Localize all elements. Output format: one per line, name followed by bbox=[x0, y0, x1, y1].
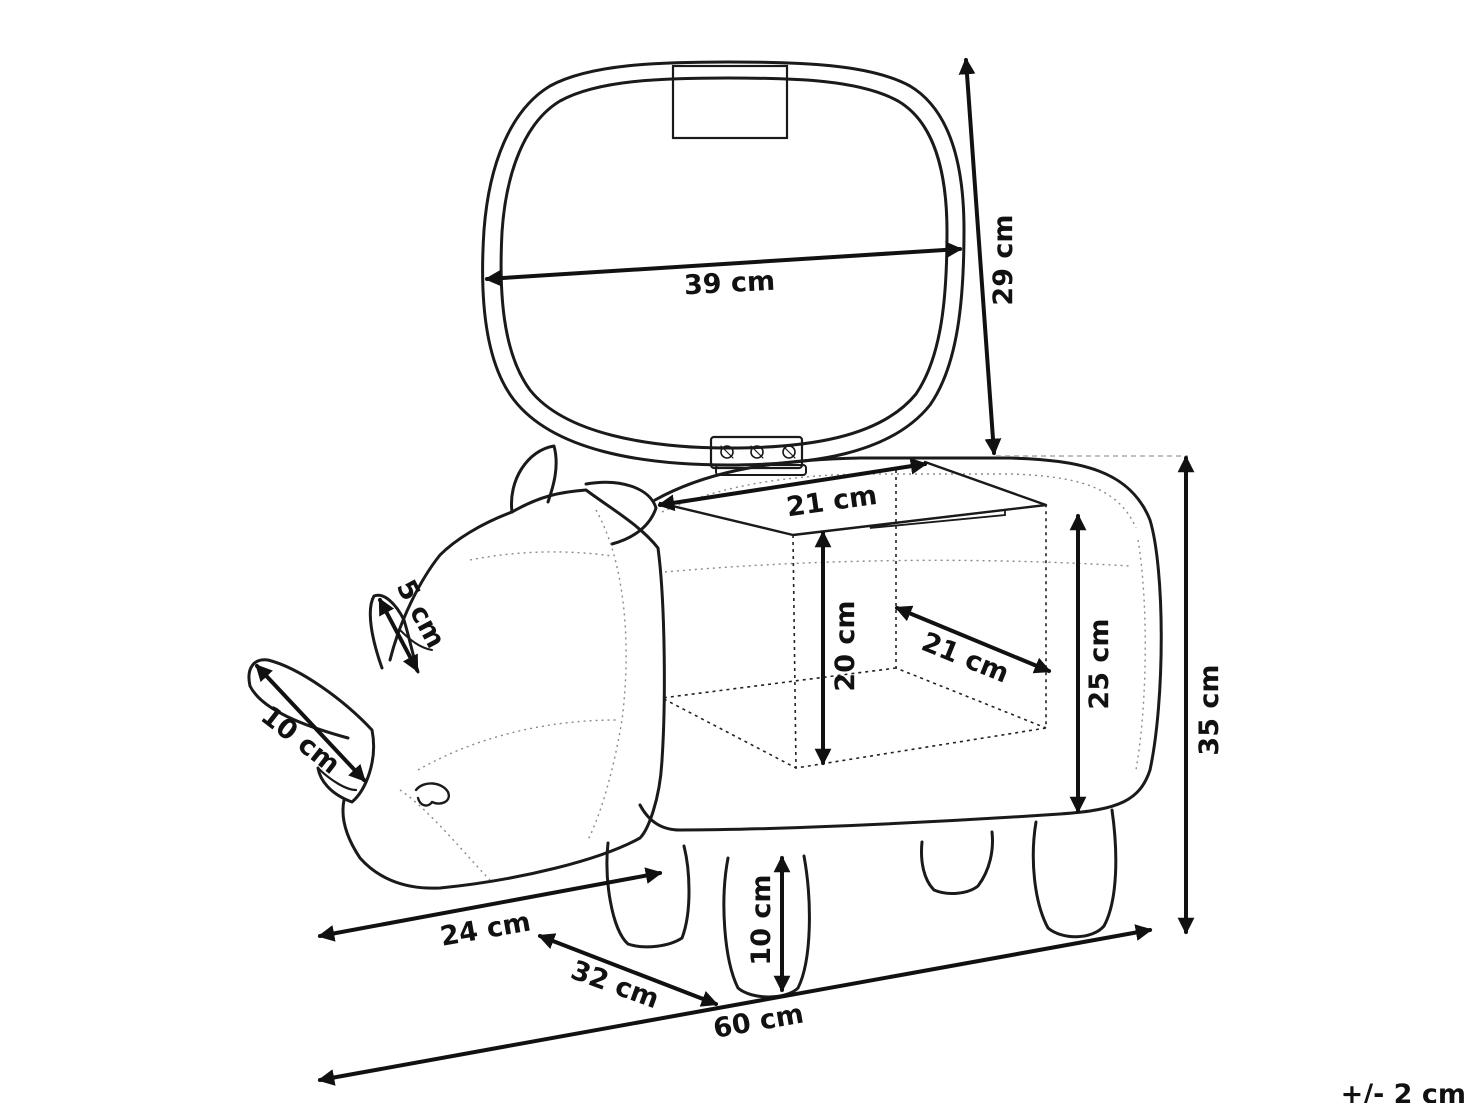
dim-arrow-lid-width bbox=[484, 241, 963, 287]
hinge bbox=[709, 435, 807, 476]
dimension-arrows bbox=[255, 57, 1195, 1086]
legs bbox=[605, 808, 1118, 999]
lid-outer-rim bbox=[481, 60, 966, 467]
rhino-head bbox=[247, 444, 666, 890]
dim-arrow-small-horn bbox=[378, 597, 419, 673]
dim-arrow-total-length bbox=[317, 924, 1153, 1086]
label-leg-height: 10 cm bbox=[746, 874, 777, 965]
tolerance-note: +/- 2 cm bbox=[1341, 1079, 1466, 1103]
label-total-height: 35 cm bbox=[1194, 664, 1225, 755]
leg-back-left bbox=[920, 830, 994, 895]
dim-arrow-storage-width bbox=[657, 457, 928, 512]
open-lid bbox=[481, 60, 966, 467]
head-outline bbox=[341, 488, 666, 890]
ear-left bbox=[510, 444, 558, 514]
dim-arrow-large-horn bbox=[255, 664, 366, 782]
label-lid-depth: 29 cm bbox=[988, 214, 1019, 305]
label-lid-width: 39 cm bbox=[683, 266, 776, 302]
rhino-eye bbox=[414, 782, 450, 807]
dim-arrow-lid-depth bbox=[958, 57, 1002, 456]
lid-inner-rim bbox=[499, 76, 949, 450]
label-storage-height: 20 cm bbox=[830, 600, 861, 691]
lid-label-patch bbox=[671, 64, 789, 140]
leg-front-left bbox=[605, 841, 691, 949]
leg-back-right bbox=[1031, 808, 1118, 939]
dim-arrow-storage-depth bbox=[894, 605, 1052, 674]
label-seat-height: 25 cm bbox=[1084, 618, 1115, 709]
label-storage-width: 21 cm bbox=[785, 480, 880, 523]
ear-right bbox=[584, 480, 658, 546]
